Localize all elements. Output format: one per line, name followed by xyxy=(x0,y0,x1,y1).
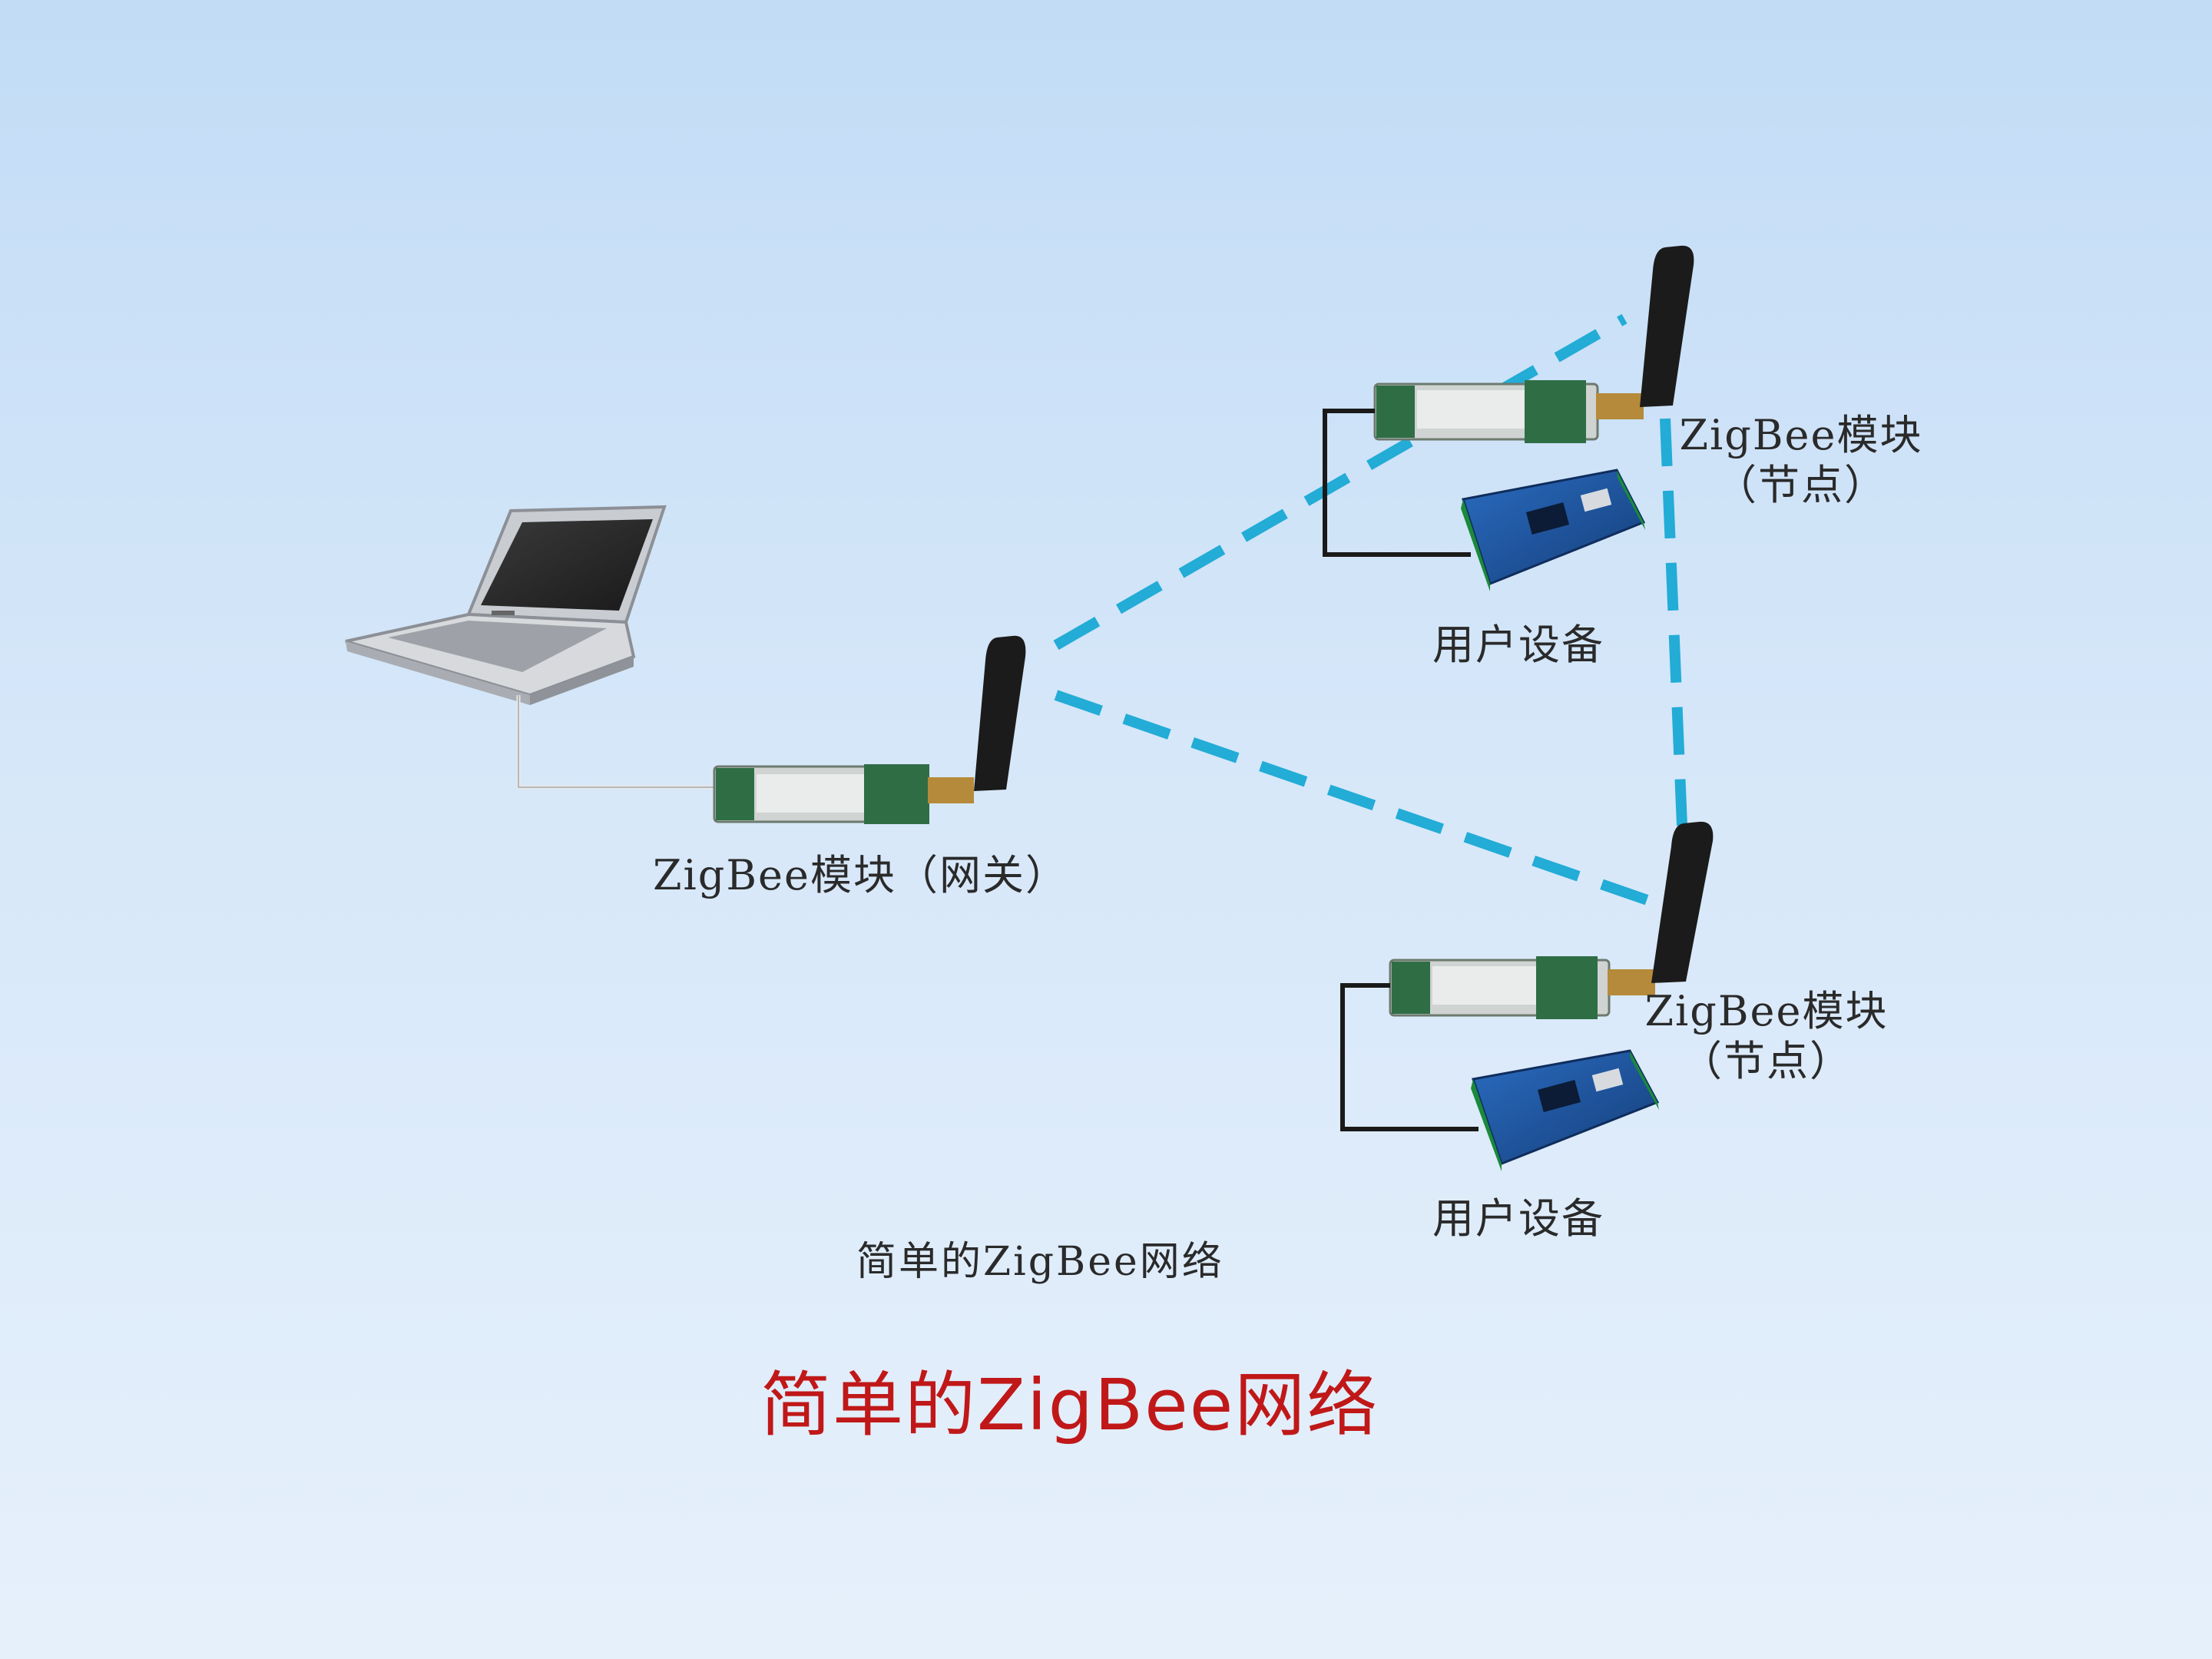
gateway-zigbee-module xyxy=(713,635,1026,824)
user-device-top-board xyxy=(1461,469,1646,591)
node-bottom-cable xyxy=(1340,983,1479,1131)
user-device-bottom-label: 用户设备 xyxy=(1432,1194,1604,1243)
node-top-label: ZigBee模块 （节点） xyxy=(1678,411,1924,511)
link-gateway-to-node-bottom xyxy=(1054,690,1650,906)
node-top-label-line2: （节点） xyxy=(1715,460,1887,509)
laptop-cable xyxy=(516,695,714,790)
node-bottom-label-line2: （节点） xyxy=(1681,1036,1853,1085)
node-bottom-label: ZigBee模块 （节点） xyxy=(1644,987,1889,1087)
node-bottom-zigbee-module xyxy=(1389,821,1714,1019)
user-device-bottom-board xyxy=(1471,1049,1660,1171)
node-top-zigbee-module xyxy=(1373,245,1694,443)
node-top-antenna xyxy=(1640,245,1694,407)
node-top-cable xyxy=(1323,409,1471,557)
user-device-top-label: 用户设备 xyxy=(1432,621,1604,669)
node-bottom-antenna xyxy=(1651,821,1714,983)
wireless-links xyxy=(1053,313,1687,906)
node-top-label-line1: ZigBee模块 xyxy=(1679,411,1923,459)
laptop-icon xyxy=(345,505,667,705)
node-bottom-label-line1: ZigBee模块 xyxy=(1644,987,1889,1035)
gateway-label: ZigBee模块（网关） xyxy=(653,851,1068,899)
slide-caption: 简单的ZigBee网络 xyxy=(760,1364,1379,1446)
gateway-antenna xyxy=(974,635,1026,791)
figure-caption: 简单的ZigBee网络 xyxy=(856,1239,1224,1285)
link-gateway-to-node-top xyxy=(1053,313,1628,651)
